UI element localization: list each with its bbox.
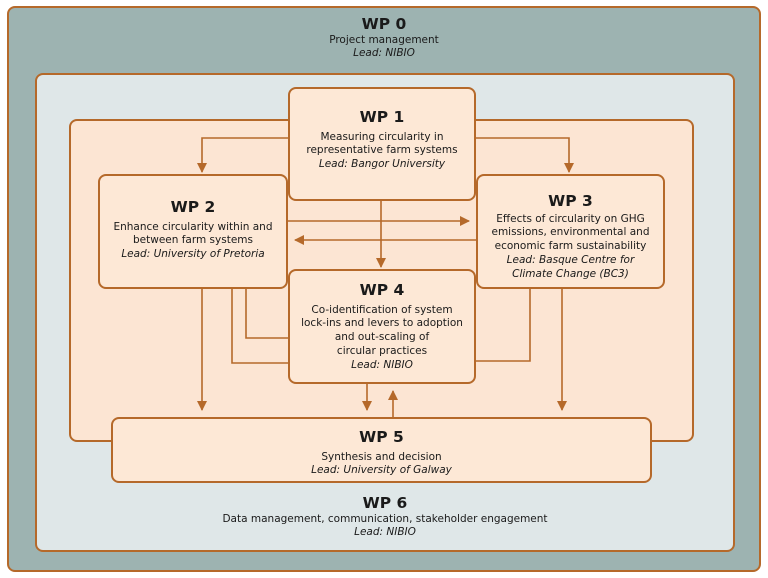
wp3-description-line: emissions, environmental and (491, 226, 650, 239)
wp4-title: WP 4 (359, 281, 405, 299)
wp0-label: WP 0 Project management Lead: NIBIO (7, 15, 761, 61)
wp2-title: WP 2 (170, 198, 216, 216)
wp4-lead: Lead: NIBIO (351, 359, 413, 372)
wp0-lead: Lead: NIBIO (353, 47, 415, 60)
wp6-description: Data management, communication, stakehol… (222, 512, 548, 525)
wp0-description: Project management (329, 33, 439, 46)
wp1-description-line: Measuring circularity in (320, 130, 444, 143)
wp0-title: WP 0 (361, 15, 407, 33)
wp2-description-line: between farm systems (132, 234, 253, 247)
wp1-card (288, 87, 476, 201)
wp4-label: WP 4 Co-identification of system lock-in… (288, 281, 476, 373)
wp5-description: Synthesis and decision (321, 450, 442, 463)
wp1-description-line: representative farm systems (306, 144, 458, 157)
wp3-lead-line: Climate Change (BC3) (512, 268, 629, 281)
line-wp3-wp4 (476, 289, 531, 362)
wp6-title: WP 6 (362, 494, 408, 512)
wp5-card (111, 417, 652, 483)
wp5-title: WP 5 (359, 428, 404, 446)
wp2-description-line: Enhance circularity within and (113, 220, 273, 233)
wp5-lead: Lead: University of Galway (311, 464, 452, 477)
wp6-label: WP 6 Data management, communication, sta… (35, 494, 735, 540)
wp3-lead-line: Lead: Basque Centre for (506, 254, 635, 267)
wp2-card (98, 174, 288, 289)
wp4-description-line: lock-ins and levers to adoption (301, 317, 463, 330)
arrow-wp1-wp3 (476, 137, 574, 173)
wp4-description-line: circular practices (336, 345, 428, 358)
wp4-card (288, 269, 476, 384)
wp1-lead: Lead: Bangor University (318, 158, 446, 171)
wp3-card (476, 174, 665, 289)
wp2-label: WP 2 Enhance circularity within and betw… (98, 198, 288, 262)
wp3-description-line: Effects of circularity on GHG (496, 212, 645, 225)
wp4-description-line: Co-identification of system (311, 303, 453, 316)
wp2-lead: Lead: University of Pretoria (121, 248, 265, 261)
wp1-label: WP 1 Measuring circularity in representa… (288, 108, 476, 172)
wp6-lead: Lead: NIBIO (354, 526, 416, 539)
line-wp2-wp4-a (245, 289, 288, 339)
arrow-wp1-wp2 (197, 137, 288, 173)
wp3-label: WP 3 Effects of circularity on GHG emiss… (476, 192, 665, 282)
wp5-label: WP 5 Synthesis and decision Lead: Univer… (111, 428, 652, 478)
wp3-description-line: economic farm sustainability (494, 240, 647, 253)
wp3-title: WP 3 (548, 192, 593, 210)
wp1-title: WP 1 (359, 108, 405, 126)
line-wp2-wp4-b (231, 289, 288, 364)
wp4-description-line: and out-scaling of (334, 331, 430, 344)
